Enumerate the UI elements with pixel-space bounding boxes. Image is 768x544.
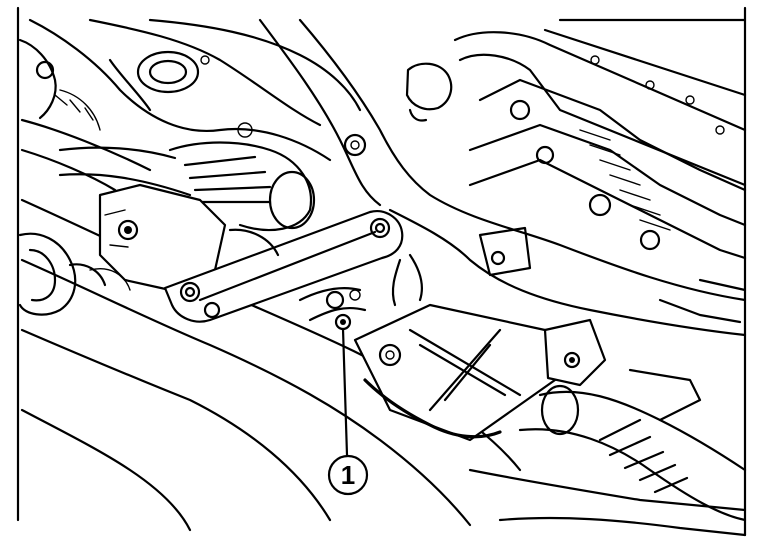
callout-leader-line: [341, 327, 349, 457]
lower-crossmember: [20, 198, 522, 532]
transmission-housing: [453, 18, 747, 324]
bolt-callout: 1: [327, 313, 369, 496]
callout-label-1: 1: [341, 460, 355, 490]
rubber-plug: [405, 62, 453, 122]
right-driveshaft-boot: [518, 368, 747, 522]
left-driveshaft-boot: [58, 141, 316, 232]
oil-pan: [353, 303, 557, 442]
left-hub: [18, 232, 107, 316]
left-bracket-details: [18, 38, 152, 192]
center-body-panel: [258, 18, 747, 337]
callout-circle: [327, 454, 369, 496]
reinforcement-bar: [163, 210, 404, 323]
engine-mount-bracket: [98, 183, 227, 292]
right-mount-block: [543, 318, 607, 387]
left-upper-arm: [28, 18, 362, 162]
lower-right-edges: [468, 468, 747, 537]
wiring-harness: [298, 253, 424, 322]
